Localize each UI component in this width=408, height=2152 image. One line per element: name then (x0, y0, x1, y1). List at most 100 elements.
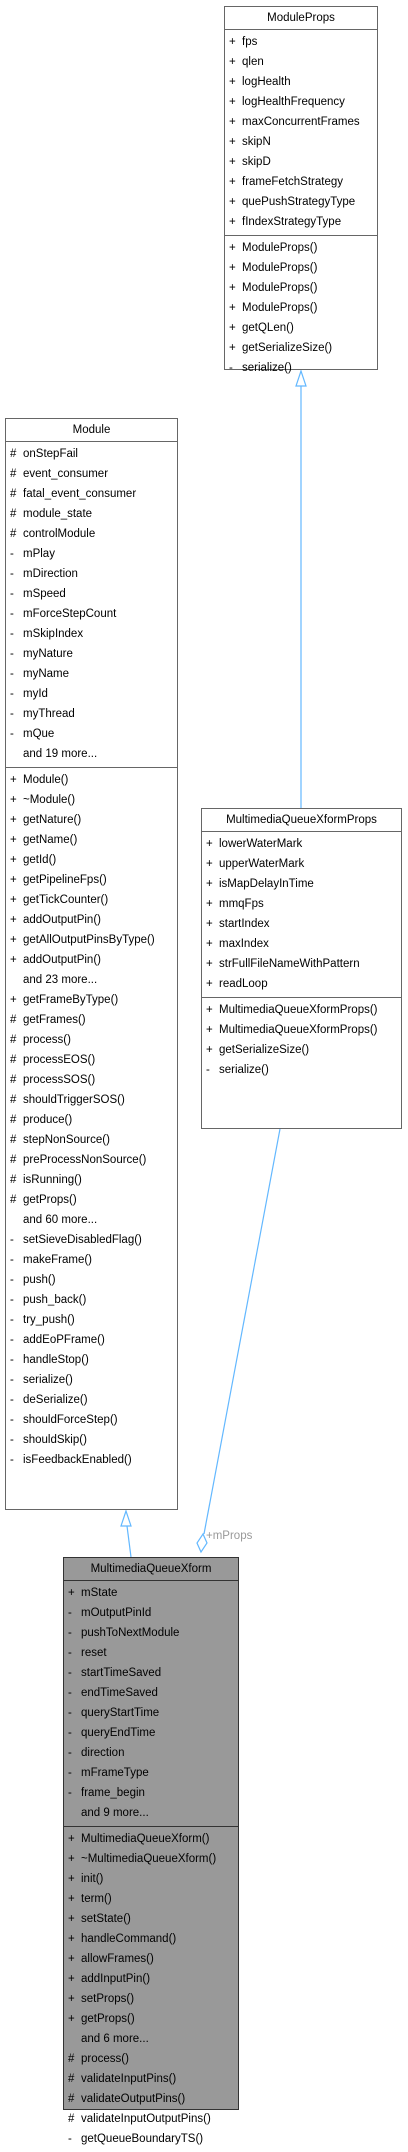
member-row[interactable]: +MultimediaQueueXform() (64, 1829, 238, 1849)
member-row[interactable]: +addInputPin() (64, 1969, 238, 1989)
member-row[interactable]: -queryStartTime (64, 1703, 238, 1723)
member-row[interactable]: +setProps() (64, 1989, 238, 2009)
member-row[interactable]: -mQue (6, 724, 177, 744)
member-row[interactable]: +getFrameByType() (6, 990, 177, 1010)
member-row[interactable]: +qlen (225, 52, 377, 72)
member-row[interactable]: -mSpeed (6, 584, 177, 604)
member-row[interactable]: #onStepFail (6, 444, 177, 464)
member-row[interactable]: -shouldSkip() (6, 1430, 177, 1450)
member-row[interactable]: -getQueueBoundaryTS() (64, 2129, 238, 2149)
member-row[interactable]: -handleStop() (6, 1350, 177, 1370)
member-row[interactable]: +readLoop (202, 974, 401, 994)
member-row[interactable]: -mDirection (6, 564, 177, 584)
member-row[interactable]: -mPlay (6, 544, 177, 564)
member-row[interactable]: -myName (6, 664, 177, 684)
member-row[interactable]: -serialize() (202, 1060, 401, 1080)
member-row[interactable]: +addOutputPin() (6, 910, 177, 930)
member-row[interactable]: -frame_begin (64, 1783, 238, 1803)
member-row[interactable]: +ModuleProps() (225, 238, 377, 258)
member-row[interactable]: +mmqFps (202, 894, 401, 914)
member-row[interactable]: #validateOutputPins() (64, 2089, 238, 2109)
member-row[interactable]: +setState() (64, 1909, 238, 1929)
member-row[interactable]: #event_consumer (6, 464, 177, 484)
member-row[interactable]: -endTimeSaved (64, 1683, 238, 1703)
member-row[interactable]: +upperWaterMark (202, 854, 401, 874)
member-row[interactable]: #getProps() (6, 1190, 177, 1210)
member-row[interactable]: +startIndex (202, 914, 401, 934)
member-row[interactable]: +getSerializeSize() (225, 338, 377, 358)
member-row[interactable]: -mFrameType (64, 1763, 238, 1783)
member-row[interactable]: -mForceStepCount (6, 604, 177, 624)
member-row[interactable]: -myId (6, 684, 177, 704)
more-members-link[interactable]: and 6 more... (64, 2029, 238, 2049)
member-row[interactable]: +MultimediaQueueXformProps() (202, 1000, 401, 1020)
member-row[interactable]: +logHealthFrequency (225, 92, 377, 112)
member-row[interactable]: +logHealth (225, 72, 377, 92)
member-row[interactable]: -pushToNextModule (64, 1623, 238, 1643)
member-row[interactable]: #preProcessNonSource() (6, 1150, 177, 1170)
member-row[interactable]: #validateInputPins() (64, 2069, 238, 2089)
member-row[interactable]: +allowFrames() (64, 1949, 238, 1969)
member-row[interactable]: +~MultimediaQueueXform() (64, 1849, 238, 1869)
member-row[interactable]: -deSerialize() (6, 1390, 177, 1410)
member-row[interactable]: +getQLen() (225, 318, 377, 338)
member-row[interactable]: #produce() (6, 1110, 177, 1130)
member-row[interactable]: -shouldForceStep() (6, 1410, 177, 1430)
member-row[interactable]: +getSerializeSize() (202, 1040, 401, 1060)
member-row[interactable]: +frameFetchStrategy (225, 172, 377, 192)
member-row[interactable]: -serialize() (225, 358, 377, 378)
member-row[interactable]: -addEoPFrame() (6, 1330, 177, 1350)
member-row[interactable]: +getProps() (64, 2009, 238, 2029)
member-row[interactable]: #module_state (6, 504, 177, 524)
member-row[interactable]: +skipD (225, 152, 377, 172)
member-row[interactable]: -mOutputPinId (64, 1603, 238, 1623)
member-row[interactable]: +getName() (6, 830, 177, 850)
member-row[interactable]: -direction (64, 1743, 238, 1763)
member-row[interactable]: -serialize() (6, 1370, 177, 1390)
member-row[interactable]: +fps (225, 32, 377, 52)
class-box-multimediaqueuexform[interactable]: MultimediaQueueXform +mState-mOutputPinI… (63, 1557, 239, 2145)
class-box-moduleprops[interactable]: ModuleProps +fps+qlen+logHealth+logHealt… (224, 6, 378, 374)
member-row[interactable]: #processEOS() (6, 1050, 177, 1070)
member-row[interactable]: +init() (64, 1869, 238, 1889)
member-row[interactable]: #controlModule (6, 524, 177, 544)
member-row[interactable]: #processSOS() (6, 1070, 177, 1090)
member-row[interactable]: +fIndexStrategyType (225, 212, 377, 232)
more-members-link[interactable]: and 60 more... (6, 1210, 177, 1230)
member-row[interactable]: +getPipelineFps() (6, 870, 177, 890)
member-row[interactable]: #fatal_event_consumer (6, 484, 177, 504)
member-row[interactable]: +quePushStrategyType (225, 192, 377, 212)
member-row[interactable]: #isRunning() (6, 1170, 177, 1190)
member-row[interactable]: +lowerWaterMark (202, 834, 401, 854)
member-row[interactable]: +strFullFileNameWithPattern (202, 954, 401, 974)
member-row[interactable]: +ModuleProps() (225, 258, 377, 278)
member-row[interactable]: -myThread (6, 704, 177, 724)
member-row[interactable]: +mState (64, 1583, 238, 1603)
member-row[interactable]: #getFrames() (6, 1010, 177, 1030)
member-row[interactable]: +MultimediaQueueXformProps() (202, 1020, 401, 1040)
member-row[interactable]: -myNature (6, 644, 177, 664)
member-row[interactable]: +getNature() (6, 810, 177, 830)
class-box-module[interactable]: Module #onStepFail#event_consumer#fatal_… (5, 418, 178, 1510)
member-row[interactable]: +isMapDelayInTime (202, 874, 401, 894)
more-members-link[interactable]: and 19 more... (6, 744, 177, 764)
member-row[interactable]: +handleCommand() (64, 1929, 238, 1949)
member-row[interactable]: -push() (6, 1270, 177, 1290)
member-row[interactable]: +getTickCounter() (6, 890, 177, 910)
member-row[interactable]: +ModuleProps() (225, 278, 377, 298)
member-row[interactable]: -makeFrame() (6, 1250, 177, 1270)
member-row[interactable]: -setSieveDisabledFlag() (6, 1230, 177, 1250)
member-row[interactable]: #process() (6, 1030, 177, 1050)
member-row[interactable]: +~Module() (6, 790, 177, 810)
member-row[interactable]: +maxConcurrentFrames (225, 112, 377, 132)
member-row[interactable]: -mSkipIndex (6, 624, 177, 644)
member-row[interactable]: +maxIndex (202, 934, 401, 954)
member-row[interactable]: -isFeedbackEnabled() (6, 1450, 177, 1470)
member-row[interactable]: #validateInputOutputPins() (64, 2109, 238, 2129)
member-row[interactable]: +skipN (225, 132, 377, 152)
member-row[interactable]: #stepNonSource() (6, 1130, 177, 1150)
member-row[interactable]: +ModuleProps() (225, 298, 377, 318)
member-row[interactable]: +addOutputPin() (6, 950, 177, 970)
member-row[interactable]: +term() (64, 1889, 238, 1909)
member-row[interactable]: -try_push() (6, 1310, 177, 1330)
